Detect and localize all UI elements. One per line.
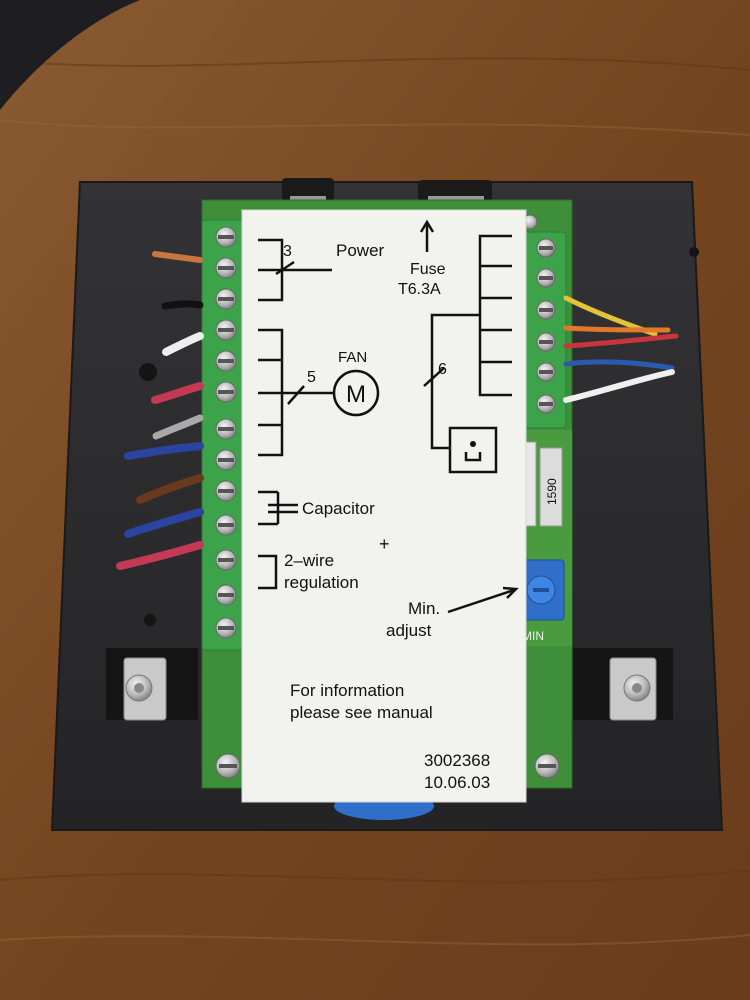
capacitor-label: Capacitor [302, 499, 375, 518]
wiring-diagram [258, 219, 519, 614]
min-silkscreen: MIN [522, 629, 544, 643]
part-number: 3002368 [424, 751, 490, 770]
right-wires [563, 295, 679, 403]
info-text-line1: For information [290, 681, 404, 700]
info-text-line2: please see manual [290, 703, 433, 722]
fan-label: FAN [338, 349, 367, 366]
min-adjust-label-line2: adjust [386, 621, 432, 640]
left-bracket [123, 657, 167, 721]
min-adjust-label-line1: Min. [408, 599, 440, 618]
min-adjust-trimmer[interactable] [519, 559, 565, 621]
chip-label: 1590 [545, 478, 559, 505]
polarity-plus: + [379, 534, 390, 554]
right-terminal-block [523, 231, 567, 429]
fuse-rating: T6.3A [398, 281, 441, 298]
right-bracket [609, 657, 657, 721]
fan-motor-letter: M [346, 381, 366, 408]
left-terminal-block [201, 219, 251, 651]
date-code: 10.06.03 [424, 773, 490, 792]
power-label: Power [336, 241, 385, 260]
left-terminal-screws[interactable] [215, 226, 237, 639]
left-wires [116, 251, 204, 570]
right-terminal-screws[interactable] [536, 238, 556, 414]
power-wire-count: 3 [283, 243, 292, 260]
aux-wire-count: 6 [438, 361, 447, 378]
fuse-label: Fuse [410, 261, 446, 278]
sensor-symbol [448, 426, 498, 474]
fan-motor-symbol [332, 369, 380, 417]
two-wire-label-line2: regulation [284, 573, 359, 592]
fan-wire-count: 5 [307, 369, 316, 386]
label-texts: 3 Power Fuse T6.3A FAN M 5 6 Capacitor +… [283, 241, 490, 792]
two-wire-label-line1: 2–wire [284, 551, 334, 570]
